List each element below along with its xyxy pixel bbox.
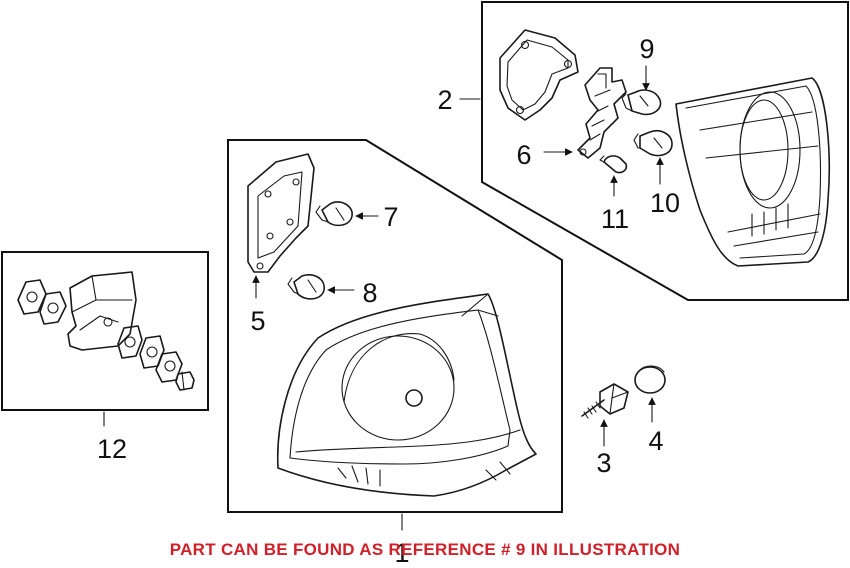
- outer-lamp-lens: [276, 293, 537, 497]
- bulb-part-10: [633, 129, 673, 157]
- callout-8: 8: [362, 278, 377, 308]
- callout-11: 11: [601, 204, 629, 234]
- callout-12: 12: [97, 434, 127, 464]
- cap-part-4: [634, 365, 666, 394]
- bulb-part-11: [599, 155, 628, 174]
- bolt-part-3: [581, 383, 629, 419]
- mounting-bracket: [67, 271, 137, 351]
- lamp-seal-part: [499, 29, 579, 121]
- callout-9: 9: [639, 34, 654, 64]
- callout-1: 1: [394, 538, 409, 568]
- callout-10: 10: [650, 188, 680, 218]
- gasket-right-2: [139, 335, 165, 369]
- outer-lamp-box: [227, 139, 563, 513]
- bulb-part-7: [315, 201, 353, 227]
- mounting-kit-box-outline: [1, 251, 209, 411]
- callout-3: 3: [596, 448, 611, 478]
- callout-6: 6: [516, 140, 531, 170]
- callout-2: 2: [437, 85, 452, 115]
- leader-lines: [103, 65, 664, 531]
- reference-note: PART CAN BE FOUND AS REFERENCE # 9 IN IL…: [169, 540, 681, 559]
- inner-lamp-box: [481, 1, 849, 301]
- gasket-right-3: [155, 351, 183, 383]
- mounting-kit-box: [1, 251, 209, 411]
- inner-lamp-housing: [675, 77, 830, 267]
- callout-4: 4: [648, 426, 663, 456]
- bulb-part-8: [287, 274, 325, 300]
- gasket-left-2: [39, 291, 67, 325]
- mounting-nut: [175, 371, 195, 391]
- inner-lamp-box-outline: [481, 1, 849, 301]
- outer-lamp-box-outline: [227, 139, 563, 513]
- callout-5: 5: [250, 306, 265, 336]
- bulb-part-9: [621, 89, 662, 116]
- bulb-socket-plate-part-5: [247, 153, 315, 273]
- callout-7: 7: [383, 202, 398, 232]
- gasket-right-1: [117, 325, 143, 359]
- bulb-holder-part-6: [577, 67, 627, 159]
- callout-labels: 2 6 9 10 11 7 8 5 3 4 12 1: [97, 34, 680, 568]
